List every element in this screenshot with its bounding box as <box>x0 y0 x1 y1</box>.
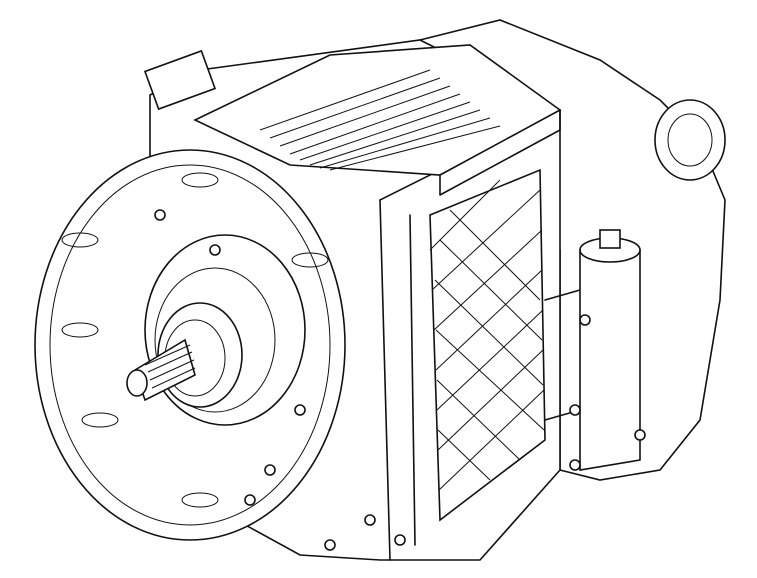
ribbed-side-panel <box>429 168 546 522</box>
input-shaft-assembly <box>126 234 306 426</box>
bolts <box>154 209 646 551</box>
range-cylinder <box>544 229 641 471</box>
control-module <box>143 44 562 196</box>
